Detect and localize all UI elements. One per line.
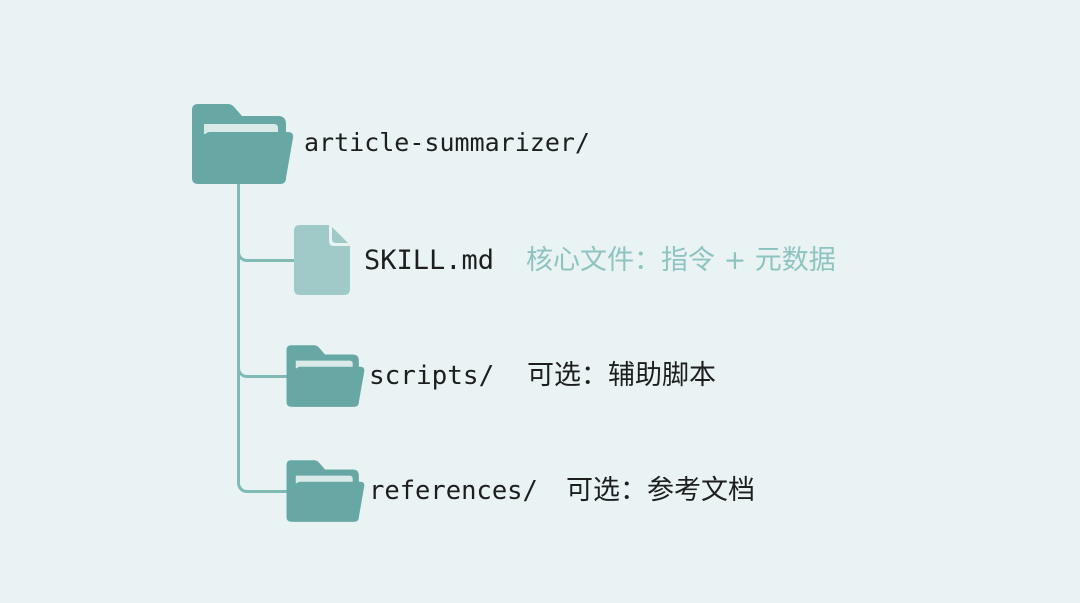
folder-open-icon (286, 460, 365, 522)
skill-file-name: SKILL.md (364, 245, 495, 276)
references-folder-description: 可选：参考文档 (566, 475, 755, 506)
scripts-folder-item[interactable]: scripts/ 可选：辅助脚本 (285, 343, 745, 409)
scripts-folder-description: 可选：辅助脚本 (527, 360, 716, 391)
references-folder-item[interactable]: references/ 可选：参考文档 (285, 458, 785, 524)
root-folder-item[interactable]: article-summarizer/ (190, 102, 650, 186)
skill-file-item[interactable]: SKILL.md 核心文件：指令 + 元数据 (293, 224, 853, 296)
file-icon (294, 225, 350, 295)
skill-file-description: 核心文件：指令 + 元数据 (526, 245, 836, 276)
folder-open-icon (286, 345, 365, 407)
tree-branch-references (237, 360, 289, 493)
tree-trunk-line (237, 182, 240, 382)
root-folder-name: article-summarizer/ (304, 128, 590, 157)
scripts-folder-name: scripts/ (369, 361, 495, 391)
folder-open-icon (192, 104, 294, 184)
tree-branch-skill (237, 240, 295, 262)
references-folder-name: references/ (369, 476, 538, 506)
